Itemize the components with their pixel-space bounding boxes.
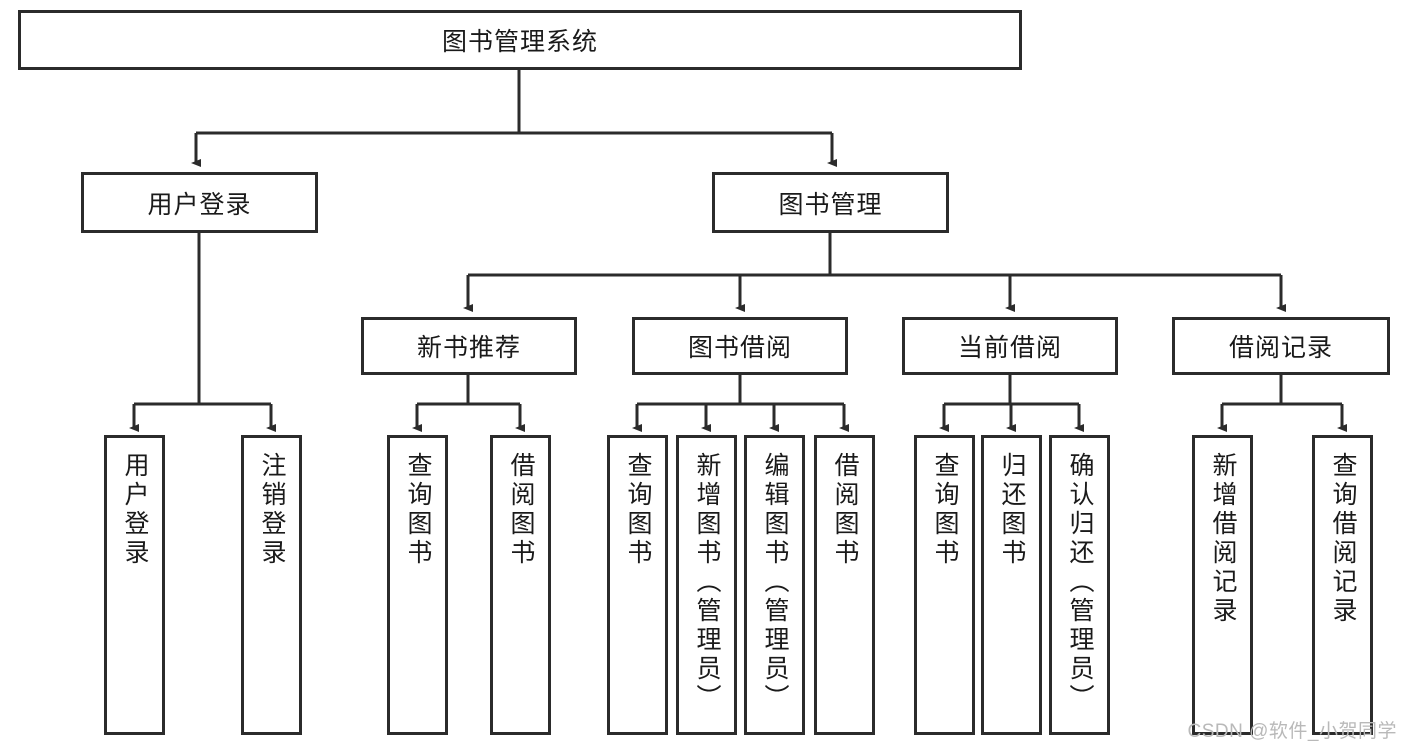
leaf-user-login-label: 用户登录	[121, 452, 149, 568]
node-user-login[interactable]: 用户登录	[81, 172, 318, 233]
leaf-logout-label: 注销登录	[258, 452, 286, 568]
node-root[interactable]: 图书管理系统	[18, 10, 1022, 70]
node-book-borrow[interactable]: 图书借阅	[632, 317, 848, 375]
leaf-current-return-book-label: 归还图书	[998, 452, 1026, 568]
node-book-borrow-label: 图书借阅	[687, 334, 792, 362]
leaf-borrow-add-book-label: 新增图书（管理员）	[693, 452, 721, 713]
leaf-record-add-label: 新增借阅记录	[1209, 452, 1237, 626]
leaf-recommend-query-book[interactable]: 查询图书	[387, 435, 448, 735]
node-book-management[interactable]: 图书管理	[712, 172, 949, 233]
leaf-current-confirm-return-label: 确认归还（管理员）	[1066, 452, 1094, 713]
leaf-borrow-query-book-label: 查询图书	[624, 452, 652, 568]
leaf-current-confirm-return[interactable]: 确认归还（管理员）	[1049, 435, 1110, 735]
leaf-borrow-query-book[interactable]: 查询图书	[607, 435, 668, 735]
node-current-borrow-label: 当前借阅	[957, 334, 1062, 362]
leaf-record-query[interactable]: 查询借阅记录	[1312, 435, 1373, 735]
node-root-label: 图书管理系统	[441, 28, 598, 56]
node-book-management-label: 图书管理	[778, 190, 883, 219]
leaf-current-return-book[interactable]: 归还图书	[981, 435, 1042, 735]
node-new-book-recommend-label: 新书推荐	[416, 334, 521, 362]
leaf-borrow-add-book[interactable]: 新增图书（管理员）	[676, 435, 737, 735]
leaf-logout[interactable]: 注销登录	[241, 435, 302, 735]
node-current-borrow[interactable]: 当前借阅	[902, 317, 1118, 375]
node-borrow-record[interactable]: 借阅记录	[1172, 317, 1390, 375]
leaf-recommend-query-book-label: 查询图书	[404, 452, 432, 568]
leaf-user-login[interactable]: 用户登录	[104, 435, 165, 735]
watermark-text: CSDN @软件_小贺同学	[1187, 721, 1397, 742]
leaf-borrow-edit-book[interactable]: 编辑图书（管理员）	[744, 435, 805, 735]
node-new-book-recommend[interactable]: 新书推荐	[361, 317, 577, 375]
leaf-borrow-edit-book-label: 编辑图书（管理员）	[761, 452, 789, 713]
leaf-current-query-book[interactable]: 查询图书	[914, 435, 975, 735]
leaf-borrow-borrow-book-label: 借阅图书	[831, 452, 859, 568]
leaf-record-add[interactable]: 新增借阅记录	[1192, 435, 1253, 735]
node-user-login-label: 用户登录	[147, 190, 252, 219]
leaf-current-query-book-label: 查询图书	[931, 452, 959, 568]
leaf-borrow-borrow-book[interactable]: 借阅图书	[814, 435, 875, 735]
node-borrow-record-label: 借阅记录	[1228, 334, 1333, 362]
leaf-recommend-borrow-book[interactable]: 借阅图书	[490, 435, 551, 735]
leaf-recommend-borrow-book-label: 借阅图书	[507, 452, 535, 568]
leaf-record-query-label: 查询借阅记录	[1329, 452, 1357, 626]
